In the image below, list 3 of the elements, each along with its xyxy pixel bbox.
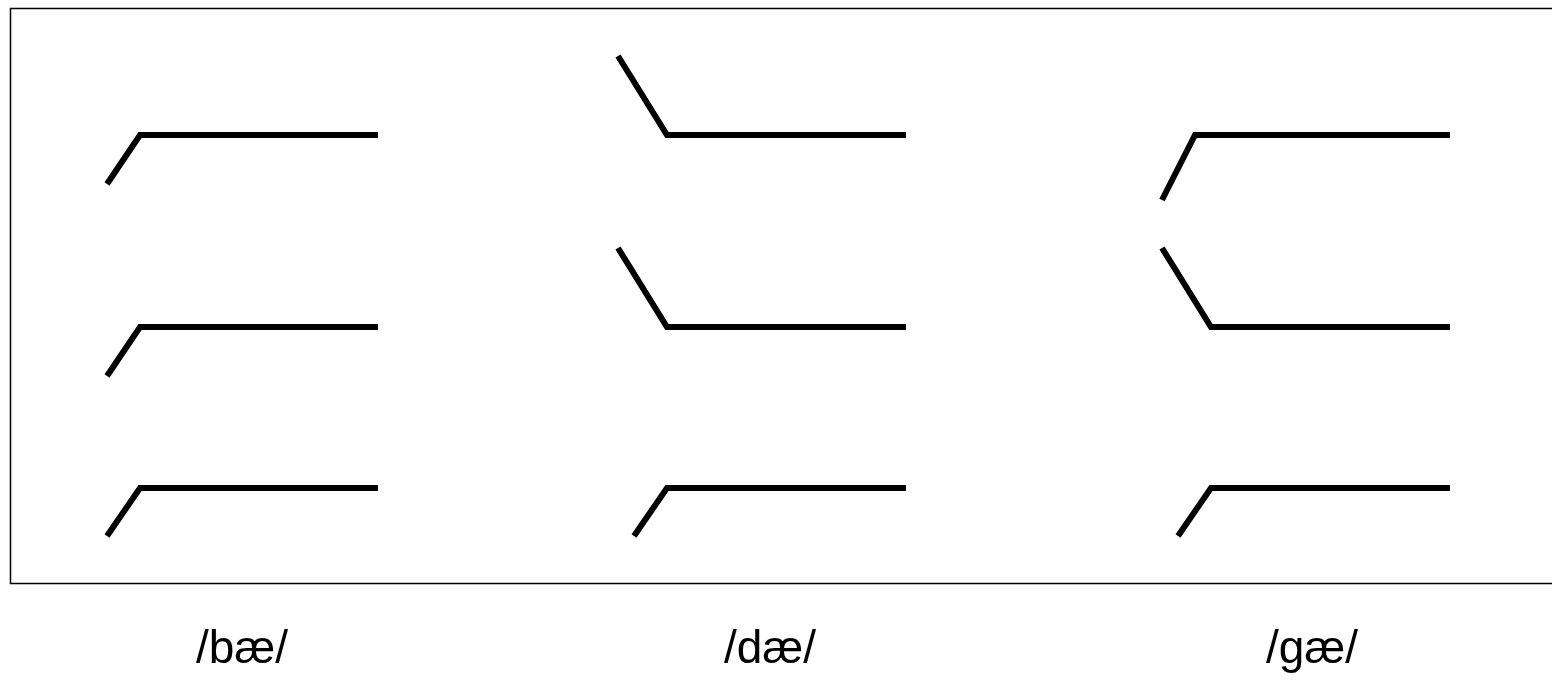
syllable-label: /bæ/ [196,622,288,673]
syllable-label: /dæ/ [724,622,816,673]
syllable-label: /gæ/ [1266,622,1358,673]
